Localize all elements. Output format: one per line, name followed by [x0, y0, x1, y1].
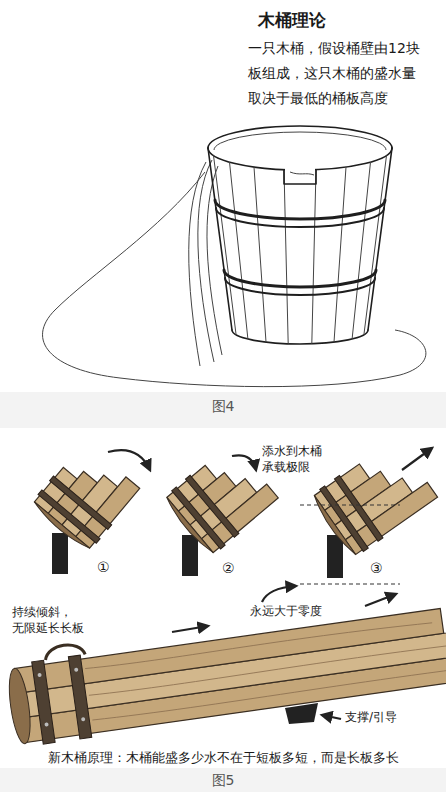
panel-ground — [0, 0, 446, 392]
bucket-hoop — [335, 476, 384, 542]
step-number: ① — [97, 559, 110, 577]
wood-grain — [85, 605, 446, 722]
water-surface — [290, 172, 314, 175]
rivet — [74, 668, 79, 673]
bucket-rim — [214, 132, 386, 150]
water-spill — [198, 160, 214, 362]
callout-label: 永远大于零度 — [250, 604, 322, 619]
direction-arrow — [365, 594, 396, 606]
rivet — [37, 673, 42, 678]
tilted-bucket — [309, 437, 439, 559]
figure-caption: 图4 — [212, 398, 235, 416]
pointer-arrow — [262, 586, 296, 602]
bucket-hoop — [50, 476, 112, 529]
tilted-bucket — [162, 441, 280, 557]
step-arrow — [232, 455, 256, 470]
step-number: ③ — [370, 560, 383, 578]
step-number: ② — [222, 560, 235, 578]
support-post — [182, 535, 198, 576]
bucket-hoop — [38, 490, 100, 543]
bucket-hoop — [320, 486, 369, 552]
bucket-rim — [208, 126, 392, 148]
bucket-hoop — [185, 475, 238, 537]
support-post — [52, 533, 68, 574]
bucket-hoop — [224, 270, 376, 287]
figure-title: 木桶理论 — [258, 10, 326, 31]
bucket-drawing — [43, 126, 426, 387]
long-plank-bucket — [3, 577, 446, 747]
direction-arrow — [172, 626, 208, 632]
bucket-hoop — [225, 278, 375, 295]
baseline-dashed — [300, 583, 400, 584]
direction-arrow — [402, 448, 432, 470]
callout-label: 添水到木桶 承载极限 — [262, 443, 326, 475]
support-post — [327, 535, 343, 578]
bucket-handle — [44, 643, 85, 660]
short-plank — [284, 170, 316, 184]
support-block — [285, 703, 318, 724]
bucket-end — [6, 667, 34, 745]
bucket-hoop — [32, 660, 55, 744]
water-spill — [189, 162, 206, 366]
bucket-hoop — [68, 655, 91, 739]
step-arrow — [108, 450, 150, 470]
callout-label: 支撑/引导 — [345, 710, 397, 725]
bucket-side — [208, 148, 232, 330]
bucket-hoop — [215, 200, 385, 219]
bucket-staves — [214, 156, 387, 344]
callout-label: 持续倾斜， 无限延长长板 — [12, 604, 86, 636]
pointer-arrow — [322, 715, 341, 719]
figure-caption: 图5 — [212, 772, 235, 790]
description-text: 一只木桶，假设桶壁由12块 板组成，这只木桶的盛水量 取决于最低的桶板高度 — [248, 36, 428, 111]
bucket-hoop — [172, 487, 225, 549]
bucket-hoop — [216, 208, 384, 227]
tilted-bucket — [30, 441, 142, 553]
rivet — [81, 717, 86, 722]
water-level-line — [300, 504, 400, 505]
bucket-plank — [76, 477, 140, 548]
short-plank-gap — [285, 164, 315, 183]
principle-caption: 新木桶原理：木桶能盛多少水不在于短板多短，而是长板多长 — [48, 750, 399, 766]
bucket-bottom — [232, 330, 368, 344]
bucket-side — [368, 148, 392, 330]
rivet — [44, 722, 49, 727]
bucket-plank — [202, 484, 279, 552]
